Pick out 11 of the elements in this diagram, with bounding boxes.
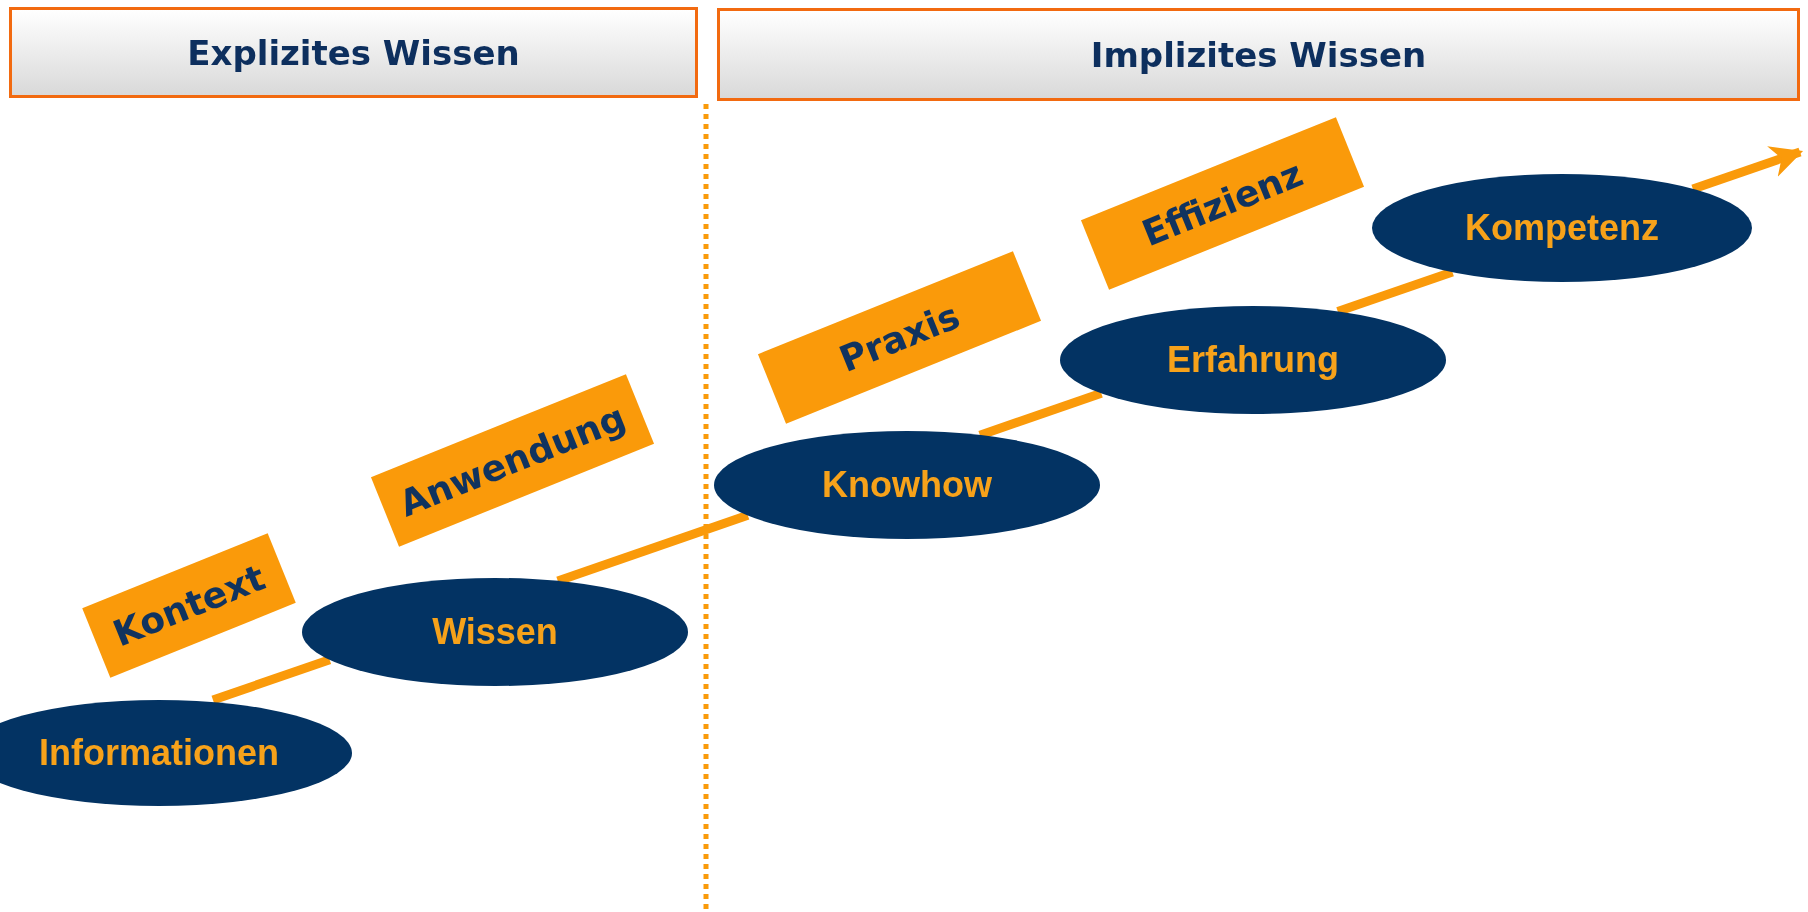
stage-label: Wissen — [432, 611, 558, 653]
stage-label: Informationen — [39, 732, 279, 774]
stage-label: Knowhow — [822, 464, 992, 506]
connector-line — [211, 655, 332, 705]
stage-label: Erfahrung — [1167, 339, 1339, 381]
header-label: Explizites Wissen — [187, 32, 520, 73]
arrow — [1691, 146, 1804, 194]
stage-label: Kompetenz — [1465, 207, 1659, 249]
header-label: Implizites Wissen — [1090, 34, 1427, 75]
header-box — [717, 8, 1800, 101]
header-box — [9, 7, 698, 98]
